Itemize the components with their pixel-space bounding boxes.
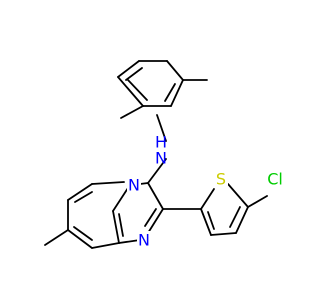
bond-double-inner bbox=[73, 226, 93, 241]
bond bbox=[147, 158, 167, 184]
bond bbox=[67, 183, 93, 201]
bond bbox=[166, 60, 184, 81]
bond-layer bbox=[44, 60, 268, 249]
bond bbox=[120, 105, 144, 119]
atom-bg bbox=[137, 231, 151, 249]
bond bbox=[235, 206, 249, 234]
bond bbox=[67, 229, 93, 249]
bond bbox=[147, 208, 164, 234]
atom-label-layer: H N N N S Cl bbox=[127, 133, 288, 250]
bond bbox=[247, 195, 268, 208]
atom-bg bbox=[262, 170, 288, 188]
bond-double-inner bbox=[229, 206, 241, 228]
atom-label-N-imine: N bbox=[138, 231, 150, 250]
bond bbox=[112, 187, 129, 212]
bond bbox=[227, 183, 249, 208]
bond bbox=[118, 239, 141, 244]
bond bbox=[112, 210, 120, 244]
bond bbox=[200, 208, 212, 236]
bond bbox=[156, 114, 167, 142]
bond-double-inner bbox=[127, 79, 148, 101]
bond-double-inner bbox=[207, 211, 215, 230]
bond bbox=[91, 242, 120, 249]
bond bbox=[210, 232, 237, 236]
bond bbox=[200, 188, 215, 210]
bond-double-inner bbox=[144, 208, 157, 227]
bond-double-inner bbox=[164, 83, 176, 102]
molecule-structure-diagram: H N N N S Cl bbox=[44, 60, 288, 250]
atom-label-S: S bbox=[216, 170, 226, 189]
bond bbox=[170, 79, 184, 107]
atom-label-Cl: Cl bbox=[267, 170, 283, 189]
atom-label-N-bridge: N bbox=[128, 176, 140, 195]
bond-double-inner bbox=[118, 213, 124, 237]
atom-label-N-amine: N bbox=[155, 149, 167, 168]
bond bbox=[91, 181, 125, 185]
bond bbox=[117, 60, 140, 78]
bond-double-inner bbox=[74, 191, 93, 203]
bond bbox=[147, 182, 164, 210]
bond bbox=[44, 229, 69, 246]
bond-double-inner bbox=[125, 67, 143, 81]
bond bbox=[139, 182, 149, 185]
atom-label-H: H bbox=[155, 133, 167, 152]
atom-bg bbox=[127, 176, 141, 194]
bond bbox=[117, 76, 144, 107]
atom-bg bbox=[214, 170, 228, 188]
